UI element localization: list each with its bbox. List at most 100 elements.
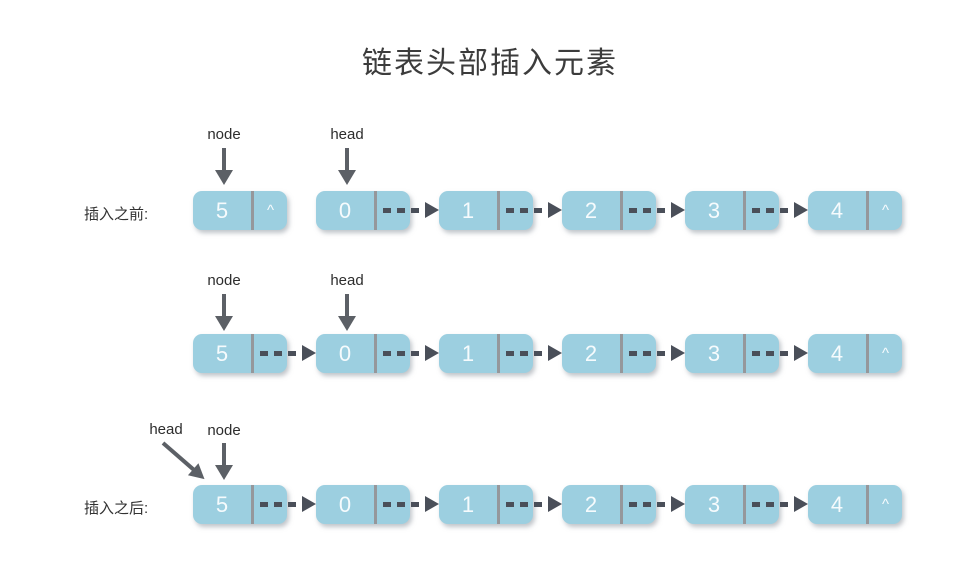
node-pointer-label: node (207, 126, 241, 143)
arrow-down-icon (338, 148, 356, 185)
arrow-head (302, 496, 316, 512)
node-value: 1 (461, 198, 475, 223)
list-node: 1 (439, 334, 533, 373)
node-value: 0 (338, 198, 352, 223)
node-divider (743, 485, 746, 524)
arrow-head (215, 465, 233, 480)
arrow-shaft (222, 294, 226, 316)
arrow-down-icon (215, 148, 233, 185)
node-divider (497, 191, 500, 230)
arrow-shaft (222, 148, 226, 170)
head-pointer-label: head (330, 272, 364, 289)
next-pointer-arrow-icon (752, 202, 808, 218)
node-divider (251, 334, 254, 373)
node-divider (374, 191, 377, 230)
node-value: 5 (215, 341, 229, 366)
arrow-head (425, 202, 439, 218)
node-value: 0 (338, 492, 352, 517)
next-pointer-arrow-icon (383, 345, 439, 361)
next-pointer-arrow-icon (629, 202, 685, 218)
list-node: 3 (685, 191, 779, 230)
arrow-down-icon (215, 443, 233, 480)
node-value: 5 (215, 492, 229, 517)
head-pointer-label: head (330, 126, 364, 143)
arrow-head (338, 170, 356, 185)
arrow-head (794, 345, 808, 361)
node-divider (497, 334, 500, 373)
arrow-shaft (345, 294, 349, 316)
node-divider (497, 485, 500, 524)
next-pointer-arrow-icon (260, 496, 316, 512)
arrow-head (338, 316, 356, 331)
node-pointer: ^ (881, 496, 890, 513)
arrow-diagonal-icon (158, 437, 211, 486)
next-pointer-arrow-icon (752, 496, 808, 512)
node-divider (866, 191, 869, 230)
node-value: 3 (707, 492, 721, 517)
node-divider (620, 334, 623, 373)
node-divider (866, 334, 869, 373)
node-divider (620, 485, 623, 524)
arrow-dash (506, 208, 549, 213)
list-node: 4 ^ (808, 334, 902, 373)
node-pointer: ^ (881, 202, 890, 219)
arrow-dash (752, 208, 795, 213)
next-pointer-arrow-icon (383, 496, 439, 512)
node-divider (620, 191, 623, 230)
node-value: 3 (707, 198, 721, 223)
node-value: 2 (584, 492, 598, 517)
arrow-down-icon (215, 294, 233, 331)
node-value: 1 (461, 492, 475, 517)
diagram-title: 链表头部插入元素 (362, 47, 618, 80)
list-node: 0 (316, 334, 410, 373)
next-pointer-arrow-icon (506, 345, 562, 361)
node-value: 1 (461, 341, 475, 366)
arrow-head (548, 345, 562, 361)
arrow-dash (629, 351, 672, 356)
node-value: 4 (830, 492, 844, 517)
arrow-shaft (161, 441, 197, 473)
next-pointer-arrow-icon (383, 202, 439, 218)
next-pointer-arrow-icon (752, 345, 808, 361)
arrow-dash (383, 351, 426, 356)
arrow-head (671, 202, 685, 218)
arrow-dash (629, 502, 672, 507)
row-caption: 插入之前: (84, 206, 149, 223)
arrow-dash (506, 502, 549, 507)
arrow-dash (629, 208, 672, 213)
node-pointer-label: node (207, 422, 241, 439)
arrow-down-icon (338, 294, 356, 331)
next-pointer-arrow-icon (629, 345, 685, 361)
node-divider (251, 191, 254, 230)
arrow-dash (752, 502, 795, 507)
node-value: 3 (707, 341, 721, 366)
node-value: 2 (584, 198, 598, 223)
head-pointer-label: head (149, 421, 183, 438)
arrow-dash (752, 351, 795, 356)
arrow-head (548, 496, 562, 512)
node-value: 0 (338, 341, 352, 366)
arrow-head (794, 496, 808, 512)
node-value: 4 (830, 198, 844, 223)
arrow-shaft (345, 148, 349, 170)
arrow-dash (260, 502, 303, 507)
list-node: 4 ^ (808, 191, 902, 230)
arrow-head (794, 202, 808, 218)
node-pointer-label: node (207, 272, 241, 289)
arrow-dash (383, 502, 426, 507)
arrow-dash (383, 208, 426, 213)
node-divider (374, 485, 377, 524)
node-pointer: ^ (266, 202, 275, 219)
node-divider (251, 485, 254, 524)
list-node: 4 ^ (808, 485, 902, 524)
node-divider (743, 334, 746, 373)
list-node: 0 (316, 485, 410, 524)
arrow-head (215, 170, 233, 185)
next-pointer-arrow-icon (506, 202, 562, 218)
next-pointer-arrow-icon (506, 496, 562, 512)
list-node: 5 ^ (193, 191, 287, 230)
arrow-head (671, 345, 685, 361)
node-value: 2 (584, 341, 598, 366)
arrow-head (425, 345, 439, 361)
